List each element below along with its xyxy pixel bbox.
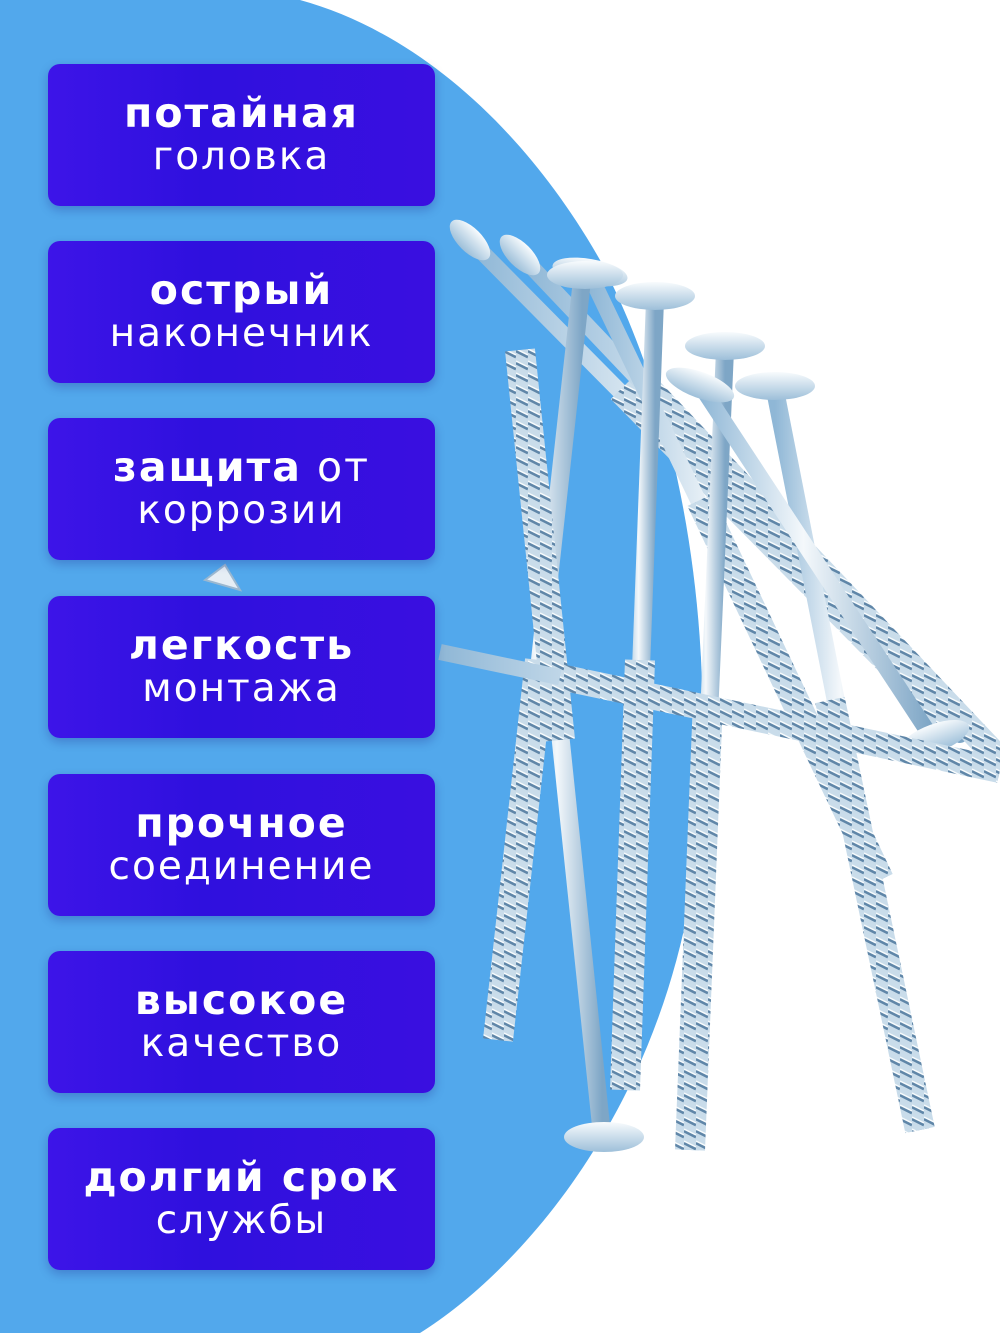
feature-title: потайная	[124, 89, 359, 137]
screw-8	[735, 372, 935, 1134]
feature-title-suffix: от	[301, 443, 370, 491]
feature-title: долгий срок	[83, 1153, 400, 1201]
feature-title: легкость	[128, 621, 355, 669]
feature-high-quality: высокое качество	[48, 951, 435, 1093]
feature-title: высокое	[134, 976, 349, 1024]
feature-title: острый	[149, 266, 334, 314]
feature-long-service-life: долгий срок службы	[48, 1128, 435, 1270]
feature-countersunk-head: потайная головка	[48, 64, 435, 206]
feature-corrosion-protection: защита от коррозии	[48, 418, 435, 560]
feature-title: прочное	[135, 799, 348, 847]
feature-subtitle: наконечник	[109, 311, 374, 356]
feature-subtitle: коррозии	[137, 488, 346, 533]
feature-subtitle: качество	[140, 1021, 343, 1066]
feature-subtitle: службы	[155, 1198, 328, 1243]
screw-horizontal	[202, 563, 1000, 783]
feature-title: защита	[113, 443, 302, 491]
screw-7	[675, 332, 765, 1151]
feature-subtitle: соединение	[108, 844, 375, 889]
feature-strong-joint: прочное соединение	[48, 774, 435, 916]
feature-subtitle: монтажа	[142, 666, 341, 711]
feature-easy-mounting: легкость монтажа	[48, 596, 435, 738]
feature-sharp-tip: острый наконечник	[48, 241, 435, 383]
feature-subtitle: головка	[152, 134, 331, 179]
